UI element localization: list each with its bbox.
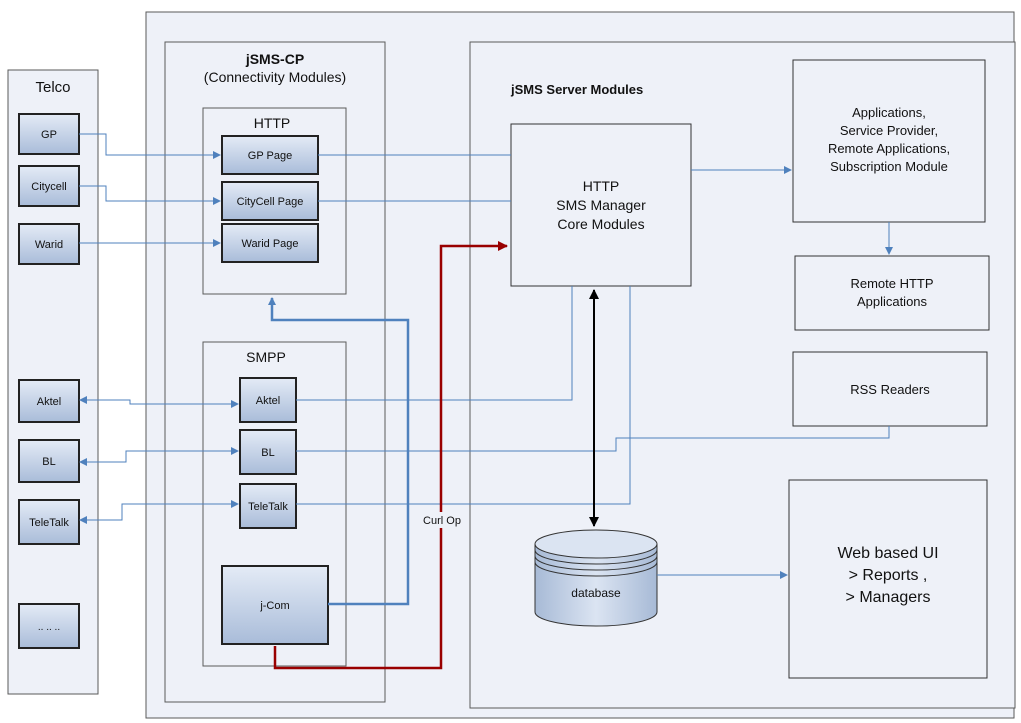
jcom-box[interactable]: j-Com — [221, 565, 329, 645]
aktel-smpp-box[interactable]: Aktel — [239, 377, 297, 423]
smpp-panel-title: SMPP — [246, 349, 286, 365]
curl-op-label-bg — [420, 512, 464, 528]
server-title: jSMS Server Modules — [510, 82, 643, 97]
remote-http-line-1: Remote HTTP — [850, 276, 933, 291]
operator-label-more: .. .. .. — [38, 622, 60, 633]
database-cylinder[interactable]: database — [534, 529, 658, 627]
warid-page-label: Warid Page — [241, 238, 298, 250]
aktel-to-core-link — [296, 286, 573, 401]
web-ui-line-1: Web based UI — [837, 545, 938, 562]
warid-page-box[interactable]: Warid Page — [221, 223, 319, 263]
web-ui-line-2: > Reports , — [849, 567, 928, 584]
citycell-page-box[interactable]: CityCell Page — [221, 181, 319, 221]
jsms-cp-subtitle: (Connectivity Modules) — [204, 69, 346, 85]
core-modules-box[interactable]: HTTP SMS Manager Core Modules — [510, 123, 692, 287]
core-line-1: HTTP — [583, 178, 620, 194]
bl-link — [79, 447, 239, 466]
telco-operator-warid[interactable]: Warid — [18, 223, 80, 265]
jsms-cp-title: jSMS-CP — [245, 51, 304, 67]
connectors — [79, 133, 893, 606]
applications-line-3: Remote Applications, — [828, 141, 950, 156]
teletalk-smpp-label: TeleTalk — [248, 501, 288, 513]
operator-label-teletalk: TeleTalk — [29, 517, 69, 529]
operator-label-aktel: Aktel — [37, 396, 61, 408]
aktel-link — [79, 396, 239, 408]
rss-readers-label: RSS Readers — [850, 382, 930, 397]
citycell-page-label: CityCell Page — [237, 196, 304, 208]
curl-op-label: Curl Op — [423, 515, 461, 527]
curl-op-link — [273, 241, 508, 670]
operator-label-gp: GP — [41, 129, 57, 141]
citycell-to-citycell-page-link — [79, 185, 221, 205]
gp-page-label: GP Page — [248, 150, 292, 162]
telco-operator-aktel[interactable]: Aktel — [18, 379, 80, 423]
gp-to-gp-page-link — [79, 133, 221, 159]
bl-smpp-label: BL — [261, 447, 274, 459]
applications-line-2: Service Provider, — [840, 123, 938, 138]
http-panel-title: HTTP — [254, 115, 291, 131]
telco-operator-more[interactable]: .. .. .. — [18, 603, 80, 649]
telco-operator-gp[interactable]: GP — [18, 113, 80, 155]
applications-box[interactable]: Applications, Service Provider, Remote A… — [792, 59, 986, 223]
applications-line-1: Applications, — [852, 105, 926, 120]
aktel-smpp-label: Aktel — [256, 395, 280, 407]
bl-smpp-box[interactable]: BL — [239, 429, 297, 475]
remote-http-line-2: Applications — [857, 294, 928, 309]
jcom-label: j-Com — [259, 600, 289, 612]
jcom-to-http-link — [268, 297, 410, 606]
gp-page-box[interactable]: GP Page — [221, 135, 319, 175]
web-ui-line-3: > Managers — [846, 589, 931, 606]
teletalk-link — [79, 500, 239, 524]
telco-title: Telco — [35, 79, 70, 96]
remote-http-box[interactable]: Remote HTTP Applications — [794, 255, 990, 331]
telco-operator-citycell[interactable]: Citycell — [18, 165, 80, 207]
web-ui-box[interactable]: Web based UI > Reports , > Managers — [788, 479, 988, 679]
operator-label-warid: Warid — [35, 239, 63, 251]
core-line-3: Core Modules — [557, 216, 644, 232]
teletalk-smpp-box[interactable]: TeleTalk — [239, 483, 297, 529]
operator-label-citycell: Citycell — [31, 181, 66, 193]
bl-to-rss-link — [296, 426, 890, 452]
core-line-2: SMS Manager — [556, 197, 646, 213]
telco-operator-bl[interactable]: BL — [18, 439, 80, 483]
rss-readers-box[interactable]: RSS Readers — [792, 351, 988, 427]
telco-operator-teletalk[interactable]: TeleTalk — [18, 499, 80, 545]
database-label: database — [571, 586, 621, 600]
operator-label-bl: BL — [42, 456, 55, 468]
applications-line-4: Subscription Module — [830, 159, 948, 174]
